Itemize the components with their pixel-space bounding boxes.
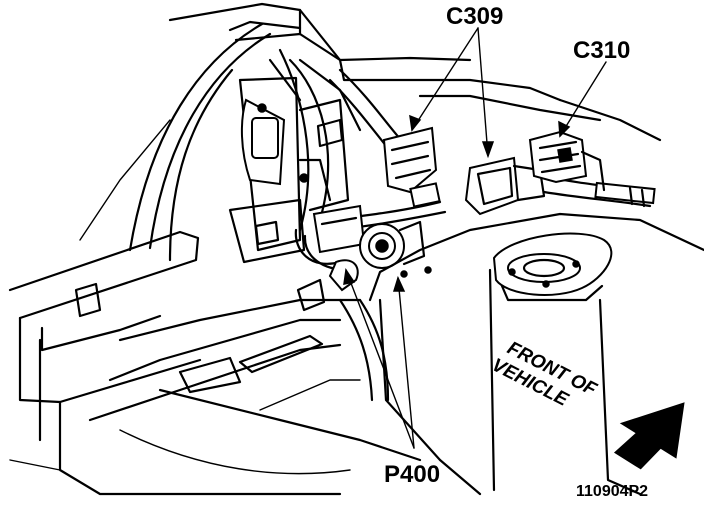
side-panel [338, 212, 704, 496]
callout-leaders [343, 27, 607, 449]
center-floor [88, 298, 422, 475]
c309-leader-1 [411, 27, 479, 131]
mounting-bracket [228, 58, 362, 264]
c309-label: C309 [446, 3, 503, 30]
front-direction-arrow [613, 402, 685, 470]
figure-id: 110904P2 [576, 483, 648, 500]
c310-arrowhead [558, 120, 571, 138]
c309-arrowhead-2 [481, 141, 495, 159]
c310-leader [559, 61, 607, 137]
p400-arrowhead-2 [392, 275, 406, 292]
p400-arrowhead-1 [343, 267, 356, 285]
c309-connector [382, 126, 546, 216]
c309-leader-2 [477, 27, 489, 157]
strut-mount [492, 232, 613, 302]
c309-arrowhead-1 [409, 114, 422, 132]
p400-leader-2 [397, 277, 415, 449]
front-of-vehicle-label: FRONT OF VEHICLE [488, 338, 601, 412]
p400-passthrough [296, 204, 432, 312]
c310-label: C310 [573, 37, 630, 64]
left-sweeping-cables [79, 22, 272, 262]
p400-label: P400 [384, 461, 440, 488]
left-floor-panel [8, 230, 342, 496]
c310-connector [528, 130, 606, 192]
p400-leader-1 [345, 269, 415, 449]
c310-cable [542, 174, 656, 208]
